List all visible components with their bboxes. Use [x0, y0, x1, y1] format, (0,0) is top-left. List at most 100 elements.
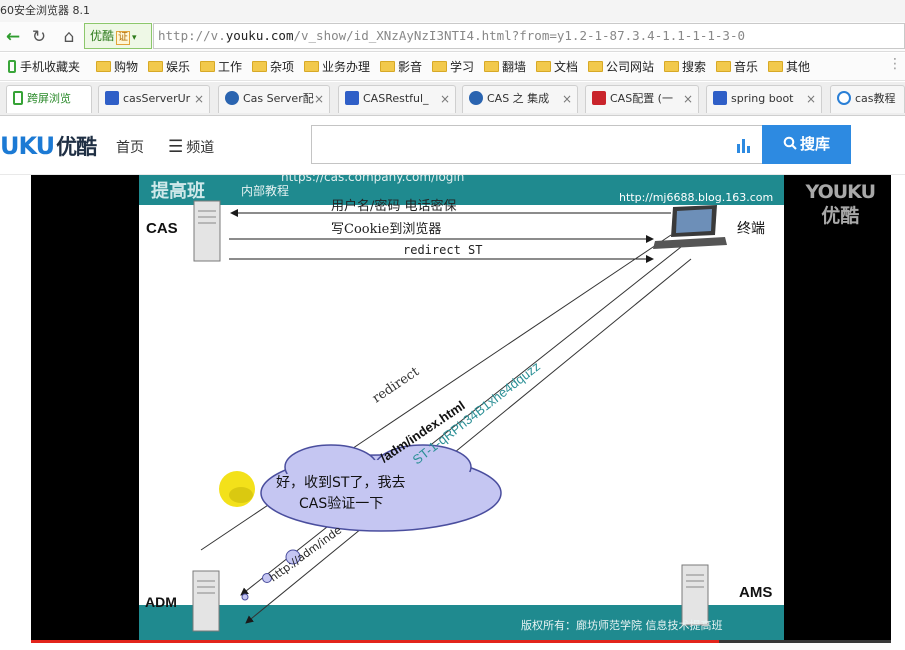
site-badge-label: 优酷 — [90, 29, 115, 43]
bookmark-folder[interactable]: 翻墙 — [484, 58, 526, 75]
bookmarks-bar: 手机收藏夹 购物 娱乐 工作 杂项 业务办理 影音 学习 翻墙 文档 公司网站 … — [0, 53, 905, 81]
cloud-shape — [260, 444, 502, 532]
bookmark-label: 文档 — [554, 60, 579, 74]
close-icon[interactable]: × — [439, 92, 450, 106]
c-red-logo-icon — [592, 91, 606, 105]
close-icon[interactable]: × — [193, 92, 204, 106]
youku-logo[interactable]: UKU优酷 — [0, 131, 97, 161]
nav-home-link[interactable]: 首页 — [116, 140, 144, 156]
bubble-line-2: CAS验证一下 — [299, 496, 383, 512]
video-frame: 提高班 内部教程 https://cas.company.com/login h… — [139, 175, 784, 643]
play-icon — [837, 91, 851, 105]
slide-top-url: https://cas.company.com/login — [281, 175, 464, 184]
phone-icon — [8, 60, 16, 73]
address-bar[interactable]: http://v.youku.com/v_show/id_XNzAyNzI3NT… — [153, 23, 905, 49]
folder-icon — [664, 61, 679, 72]
tab[interactable]: CAS 之 集成× — [462, 85, 578, 113]
tab-label: CAS配置 (一 — [610, 92, 673, 105]
video-progress-bar[interactable] — [31, 640, 891, 643]
server-icon-adm — [192, 570, 220, 632]
thought-bubble-dot — [262, 573, 272, 583]
thought-bubble-dot — [285, 549, 301, 565]
more-bookmarks-icon[interactable]: ⋮ — [888, 56, 902, 72]
folder-icon — [432, 61, 447, 72]
bookmark-label: 音乐 — [734, 60, 759, 74]
close-icon[interactable]: × — [805, 92, 816, 106]
nav-channel-link[interactable]: ☰频道 — [168, 137, 214, 157]
bookmark-label: 搜索 — [682, 60, 707, 74]
tab-cross-screen[interactable]: 跨屏浏览 — [6, 85, 92, 113]
bookmark-folder[interactable]: 搜索 — [664, 58, 706, 75]
bookmark-label: 公司网站 — [606, 60, 655, 74]
tab[interactable]: CASRestful_ × — [338, 85, 456, 113]
label-adm: ADM — [145, 594, 177, 610]
logo-text-cn: 优酷 — [56, 135, 97, 159]
search-button-label: 搜库 — [799, 135, 830, 153]
folder-icon — [588, 61, 603, 72]
certificate-icon: 证 — [116, 31, 131, 45]
bookmark-label: 影音 — [398, 60, 423, 74]
folder-icon — [304, 61, 319, 72]
bookmark-item[interactable]: 手机收藏夹 — [8, 58, 80, 75]
site-identity-badge[interactable]: 优酷证▾ — [84, 23, 152, 49]
bookmark-label: 业务办理 — [322, 60, 371, 74]
reload-button[interactable]: ↻ — [31, 27, 47, 47]
bookmark-label: 工作 — [218, 60, 243, 74]
bookmark-folder[interactable]: 影音 — [380, 58, 422, 75]
nav-channel-label: 频道 — [186, 140, 215, 156]
tab[interactable]: spring boot× — [706, 85, 822, 113]
thought-bubble-dot — [241, 593, 249, 601]
bookmark-folder[interactable]: 文档 — [536, 58, 578, 75]
bar-chart-icon[interactable] — [736, 137, 752, 153]
arrow-diagonal-url — [240, 246, 682, 596]
tab[interactable]: CAS配置 (一 × — [585, 85, 699, 113]
video-progress-fill — [31, 640, 719, 643]
bookmark-folder[interactable]: 其他 — [768, 58, 810, 75]
tab-label: cas教程 — [855, 92, 896, 105]
bookmark-folder[interactable]: 杂项 — [252, 58, 294, 75]
tab[interactable]: cas教程 — [830, 85, 905, 113]
tab-label: CASRestful_ — [363, 92, 429, 105]
bookmark-folder[interactable]: 音乐 — [716, 58, 758, 75]
bookmark-folder[interactable]: 工作 — [200, 58, 242, 75]
bookmark-folder[interactable]: 学习 — [432, 58, 474, 75]
bookmark-folder[interactable]: 购物 — [96, 58, 138, 75]
bookmark-folder[interactable]: 娱乐 — [148, 58, 190, 75]
msg-credentials: 用户名/密码 电话密保 — [331, 198, 457, 214]
msg-redirect-st: redirect ST — [403, 243, 482, 257]
slide-blog-url: http://mj6688.blog.163.com — [619, 191, 773, 204]
bookmark-label: 学习 — [450, 60, 475, 74]
home-button[interactable]: ⌂ — [63, 27, 75, 47]
bookmark-label: 其他 — [786, 60, 811, 74]
label-cas: CAS — [146, 220, 178, 237]
tab-bar: 跨屏浏览 casServerUr× Cas Server配× CASRestfu… — [0, 82, 905, 116]
label-ams: AMS — [739, 584, 772, 601]
navigation-bar: ← ↻ ⌂ 优酷证▾ http://v.youku.com/v_show/id_… — [0, 22, 905, 52]
bookmark-folder[interactable]: 业务办理 — [304, 58, 370, 75]
msg-cookie: 写Cookie到浏览器 — [331, 221, 441, 237]
url-domain: youku.com — [225, 28, 294, 43]
close-icon[interactable]: × — [682, 92, 693, 106]
search-box[interactable] — [311, 125, 763, 164]
bookmark-label: 购物 — [114, 60, 139, 74]
search-button[interactable]: 搜库 — [762, 125, 851, 164]
folder-icon — [484, 61, 499, 72]
tab[interactable]: casServerUr× — [98, 85, 210, 113]
tab[interactable]: Cas Server配× — [218, 85, 330, 113]
folder-icon — [200, 61, 215, 72]
paw-icon — [713, 91, 727, 105]
watermark-cn: 优酷 — [821, 205, 860, 227]
window-title: 60安全浏览器 8.1 — [0, 4, 90, 17]
window-title-bar: 60安全浏览器 8.1 — [0, 0, 905, 22]
slide-footer-text: 版权所有：廊坊师范学院 信息技术提高班 — [521, 618, 723, 632]
laptop-icon — [653, 205, 727, 249]
paw-icon — [105, 91, 119, 105]
folder-icon — [768, 61, 783, 72]
back-button[interactable]: ← — [5, 27, 21, 47]
bookmark-folder[interactable]: 公司网站 — [588, 58, 654, 75]
video-player[interactable]: 提高班 内部教程 https://cas.company.com/login h… — [31, 175, 891, 643]
close-icon[interactable]: × — [313, 92, 324, 106]
bookmark-label: 娱乐 — [166, 60, 191, 74]
close-icon[interactable]: × — [561, 92, 572, 106]
folder-icon — [716, 61, 731, 72]
